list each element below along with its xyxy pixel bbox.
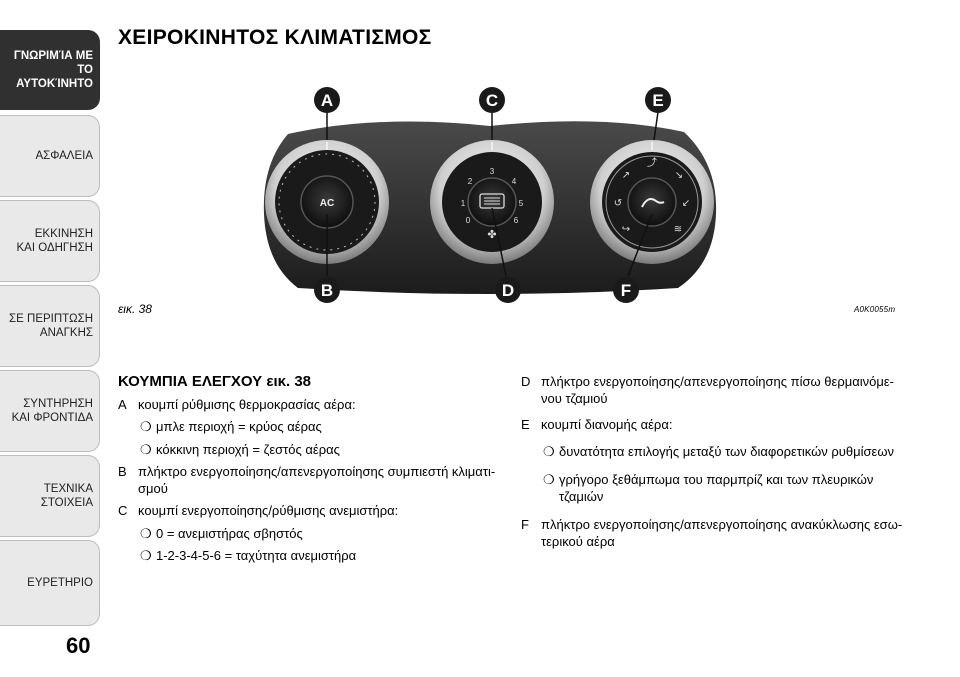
bullet-icon: ❍	[140, 419, 152, 434]
controls-heading: ΚΟΥΜΠΙΑ ΕΛΕΓΧΟΥ εικ. 38	[118, 373, 312, 390]
fan-icon: ✤	[487, 228, 496, 241]
list-item: B πλήκτρο ενεργοποίησης/απενεργοποίησης …	[118, 464, 503, 497]
bullet-item: ❍ μπλε περιοχή = κρύος αέρας	[118, 419, 503, 436]
temperature-knob[interactable]: AC	[265, 140, 389, 264]
tab-label: ΑΣΦΑΛΕΙΑ	[35, 150, 93, 162]
tab-label: ΤΕΧΝΙΚΑ ΣΤΟΙΧΕΙΑ	[40, 483, 93, 509]
callout-b: B	[314, 277, 340, 303]
svg-text:B: B	[321, 281, 333, 300]
air-distribution-knob[interactable]: ⤴ ↗ ↘ ↺ ↙ ↪ ≋	[590, 140, 714, 264]
svg-text:⤴: ⤴	[647, 156, 657, 169]
list-item: E κουμπί διανομής αέρα:	[521, 417, 911, 434]
left-column: ΚΟΥΜΠΙΑ ΕΛΕΓΧΟΥ εικ. 38 A κουμπί ρύθμιση…	[118, 373, 503, 571]
svg-text:D: D	[502, 281, 514, 300]
item-key: A	[118, 396, 127, 412]
svg-text:↺: ↺	[614, 198, 622, 209]
tab-safety[interactable]: ΑΣΦΑΛΕΙΑ	[0, 115, 100, 197]
tab-label: ΕΚΚΙΝΗΣΗ ΚΑΙ ΟΔΗΓΗΣΗ	[16, 228, 93, 254]
bullet-text: κόκκινη περιοχή = ζεστός αέρας	[156, 441, 340, 457]
svg-text:↪: ↪	[622, 224, 630, 235]
callout-a: A	[314, 87, 340, 113]
tab-label: ΣΥΝΤΗΡΗΣΗ ΚΑΙ ΦΡΟΝΤΙΔΑ	[11, 398, 93, 424]
section-sidebar: ΓΝΩΡΙΜΊΑ ΜΕ ΤΟ ΑΥΤΟΚΊΝΗΤΟ ΑΣΦΑΛΕΙΑ ΕΚΚΙΝ…	[0, 0, 102, 677]
tab-label: ΓΝΩΡΙΜΊΑ ΜΕ ΤΟ ΑΥΤΟΚΊΝΗΤΟ	[13, 50, 93, 90]
bullet-text: μπλε περιοχή = κρύος αέρας	[156, 419, 322, 434]
fan-scale-5: 5	[519, 199, 524, 208]
svg-text:↘: ↘	[675, 170, 683, 181]
figure-caption: εικ. 38	[118, 302, 152, 316]
tab-index[interactable]: ΕΥΡΕΤΗΡΙΟ	[0, 540, 100, 626]
fan-scale-2: 2	[468, 177, 473, 186]
bullet-item: ❍ 0 = ανεμιστήρας σβηστός	[118, 526, 503, 543]
item-key: F	[521, 517, 529, 532]
callout-d: D	[495, 277, 521, 303]
svg-text:↗: ↗	[622, 170, 630, 181]
item-key: C	[118, 503, 128, 518]
right-column: D πλήκτρο ενεργοποίησης/απενεργοποίησης …	[521, 374, 911, 560]
bullet-icon: ❍	[140, 441, 152, 457]
list-item: C κουμπί ενεργοποίησης/ρύθμισης ανεμιστή…	[118, 503, 503, 520]
fan-scale-6: 6	[514, 216, 519, 225]
item-text: πλήκτρο ενεργοποίησης/απενεργοποίησης αν…	[541, 517, 903, 549]
bullet-text: γρήγορο ξεθάμπωμα του παρμπρίζ και των π…	[559, 472, 874, 504]
svg-text:↙: ↙	[682, 198, 690, 209]
bullet-item: ❍ 1-2-3-4-5-6 = ταχύτητα ανεμιστήρα	[118, 548, 503, 565]
bullet-icon: ❍	[543, 443, 555, 459]
tab-label: ΕΥΡΕΤΗΡΙΟ	[27, 577, 93, 589]
climate-control-figure: AC 0 1 2 3 4 5 6 ✤	[118, 74, 910, 314]
bullet-icon: ❍	[543, 472, 555, 487]
bullet-text: 0 = ανεμιστήρας σβηστός	[156, 525, 303, 541]
item-text: πλήκτρο ενεργοποίησης/απενεργοποίησης συ…	[138, 464, 496, 496]
bullet-item: ❍ κόκκινη περιοχή = ζεστός αέρας	[118, 442, 503, 459]
bullet-icon: ❍	[140, 525, 152, 541]
fan-scale-3: 3	[490, 167, 495, 176]
svg-text:E: E	[652, 91, 663, 110]
fan-speed-knob[interactable]: 0 1 2 3 4 5 6 ✤	[430, 140, 554, 264]
svg-text:F: F	[621, 281, 631, 300]
tab-label: ΣΕ ΠΕΡΙΠΤΩΣΗ ΑΝΑΓΚΗΣ	[9, 313, 93, 339]
page-number: 60	[66, 633, 91, 658]
tab-technical-data[interactable]: ΤΕΧΝΙΚΑ ΣΤΟΙΧΕΙΑ	[0, 455, 100, 537]
bullet-text: 1-2-3-4-5-6 = ταχύτητα ανεμιστήρα	[156, 548, 357, 563]
fan-scale-0: 0	[466, 216, 471, 225]
tab-starting-driving[interactable]: ΕΚΚΙΝΗΣΗ ΚΑΙ ΟΔΗΓΗΣΗ	[0, 200, 100, 282]
item-text: κουμπί ρύθμισης θερμοκρασίας αέρα:	[138, 396, 356, 412]
ac-label: AC	[320, 198, 334, 209]
page-title: ΧΕΙΡΟΚΙΝΗΤΟΣ ΚΛΙΜΑΤΙΣΜΟΣ	[118, 26, 432, 49]
bullet-item: ❍ δυνατότητα επιλογής μεταξύ των διαφορε…	[521, 444, 911, 461]
svg-text:C: C	[486, 91, 498, 110]
figure-code: A0K0055m	[854, 305, 896, 314]
list-item: A κουμπί ρύθμισης θερμοκρασίας αέρα:	[118, 397, 503, 414]
list-item: D πλήκτρο ενεργοποίησης/απενεργοποίησης …	[521, 374, 911, 407]
tab-getting-to-know-car[interactable]: ΓΝΩΡΙΜΊΑ ΜΕ ΤΟ ΑΥΤΟΚΊΝΗΤΟ	[0, 30, 100, 110]
svg-text:A: A	[321, 91, 333, 110]
callout-c: C	[479, 87, 505, 113]
bullet-text: δυνατότητα επιλογής μεταξύ των διαφορετι…	[559, 443, 894, 459]
tab-emergency[interactable]: ΣΕ ΠΕΡΙΠΤΩΣΗ ΑΝΑΓΚΗΣ	[0, 285, 100, 367]
item-key: D	[521, 374, 531, 389]
bullet-item: ❍ γρήγορο ξεθάμπωμα του παρμπρίζ και των…	[521, 472, 911, 505]
svg-text:≋: ≋	[674, 224, 682, 235]
callout-e: E	[645, 87, 671, 113]
fan-scale-4: 4	[512, 177, 517, 186]
list-item: F πλήκτρο ενεργοποίησης/απενεργοποίησης …	[521, 517, 911, 550]
fan-scale-1: 1	[461, 199, 466, 208]
callout-f: F	[613, 277, 639, 303]
item-text: κουμπί διανομής αέρα:	[541, 417, 673, 432]
item-key: E	[521, 417, 530, 432]
item-key: B	[118, 464, 127, 479]
item-text: πλήκτρο ενεργοποίησης/απενεργοποίησης πί…	[541, 374, 894, 406]
item-text: κουμπί ενεργοποίησης/ρύθμισης ανεμιστήρα…	[138, 503, 399, 518]
bullet-icon: ❍	[140, 548, 152, 563]
climate-panel-illustration: AC 0 1 2 3 4 5 6 ✤	[263, 87, 717, 303]
tab-maintenance[interactable]: ΣΥΝΤΗΡΗΣΗ ΚΑΙ ΦΡΟΝΤΙΔΑ	[0, 370, 100, 452]
